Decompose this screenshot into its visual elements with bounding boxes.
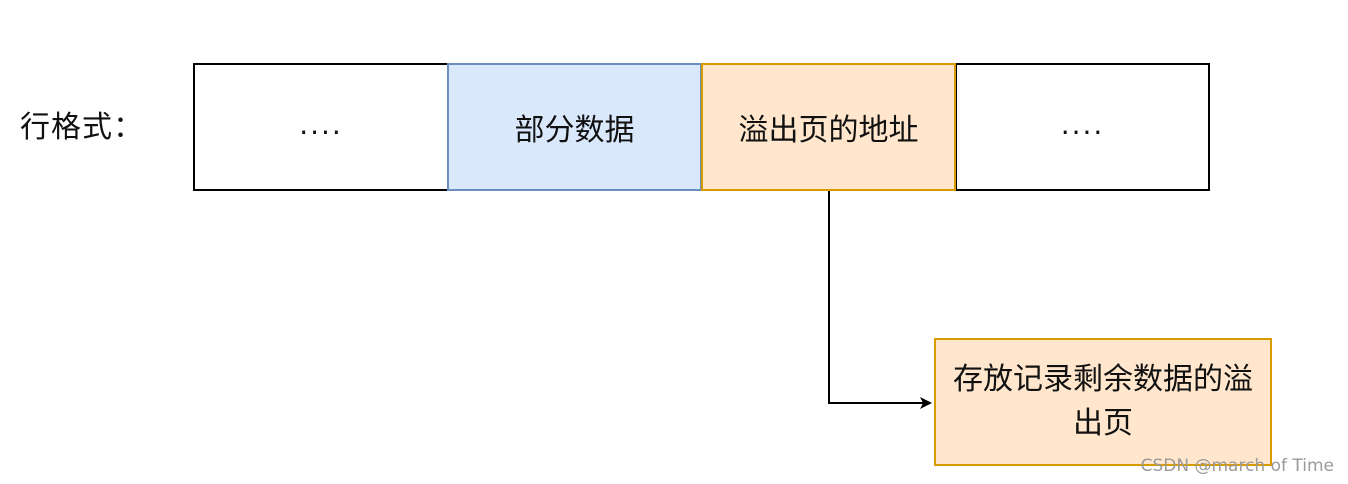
watermark: CSDN @march of Time xyxy=(1140,456,1334,476)
cell-ellipsis-left: .... xyxy=(193,63,449,191)
overflow-page-box: 存放记录剩余数据的溢出页 xyxy=(934,338,1272,466)
cell-ellipsis-left-label: .... xyxy=(299,107,343,141)
cell-overflow-address-label: 溢出页的地址 xyxy=(738,113,919,148)
cell-overflow-address: 溢出页的地址 xyxy=(701,63,956,191)
row-format-diagram: .... 部分数据 溢出页的地址 .... xyxy=(193,63,1210,191)
connector-line xyxy=(828,191,932,409)
cell-partial-data-label: 部分数据 xyxy=(514,113,635,148)
cell-ellipsis-right-label: .... xyxy=(1060,107,1105,141)
overflow-page-label: 存放记录剩余数据的溢出页 xyxy=(953,362,1253,441)
cell-ellipsis-right: .... xyxy=(955,63,1210,191)
row-format-label: 行格式： xyxy=(20,110,144,145)
cell-partial-data: 部分数据 xyxy=(447,63,702,191)
